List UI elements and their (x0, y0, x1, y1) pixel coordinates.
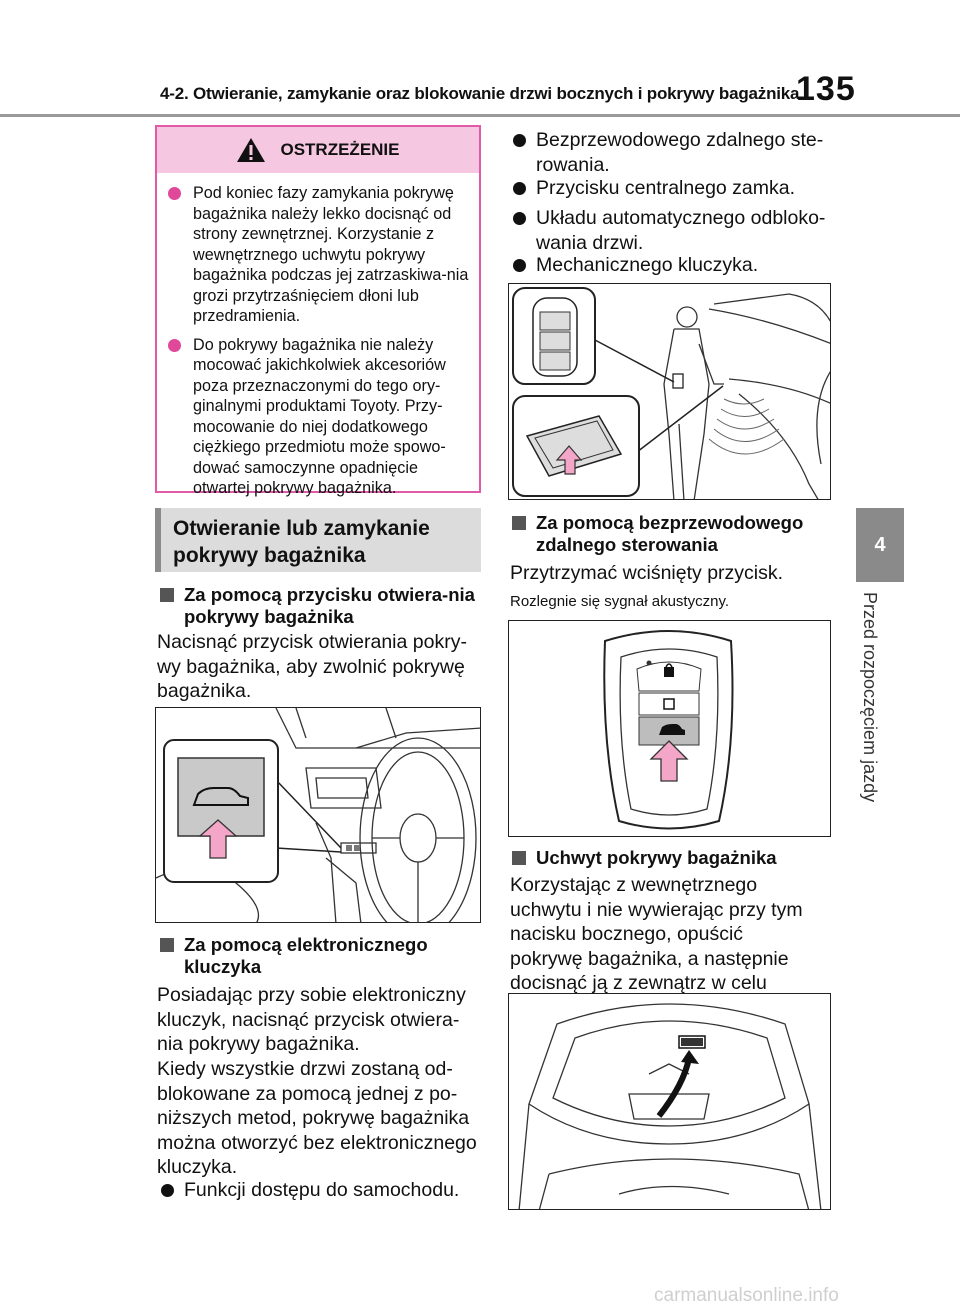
warning-box: OSTRZEŻENIE Pod koniec fazy zamykania po… (155, 125, 481, 497)
header-rule (0, 114, 960, 117)
warning-icon (237, 138, 266, 162)
square-bullet-icon (512, 851, 526, 865)
bullet-icon (161, 1184, 174, 1197)
figure-key-fob (508, 620, 831, 837)
subheading-button: Za pomocą przycisku otwiera-nia pokrywy … (158, 584, 506, 628)
paragraph-button: Nacisnąć przycisk otwierania pokry-wy ba… (157, 631, 467, 702)
square-bullet-icon (512, 516, 526, 530)
bullet-icon (513, 182, 526, 195)
bullet-icon (513, 259, 526, 272)
chapter-title: Przed rozpoczęciem jazdy (860, 592, 880, 803)
bullet-icon (168, 338, 181, 352)
page-number: 135 (796, 70, 856, 108)
square-bullet-icon (160, 938, 174, 952)
header-title: 4-2. Otwieranie, zamykanie oraz blokowan… (160, 84, 800, 103)
watermark: carmanualsonline.info (654, 1285, 839, 1306)
warning-item-2: Do pokrywy bagażnika nie należy mocować … (165, 335, 471, 499)
note-beep: Rozlegnie się sygnał akustyczny. (510, 593, 729, 610)
subheading-handle: Uchwyt pokrywy bagażnika (510, 847, 858, 869)
bullet-central-lock: Przycisku centralnego zamka. (510, 176, 862, 201)
paragraph-smart-key: Posiadając przy sobie elektroniczny kluc… (157, 984, 466, 1055)
section-title: Otwieranie lub zamykanie pokrywy bagażni… (155, 508, 481, 572)
figure-trunk-handle (508, 993, 831, 1210)
warning-item-1: Pod koniec fazy zamykania pokrywę bagażn… (165, 183, 471, 327)
bullet-auto-unlock: Układu automatycznego odbloko-wania drzw… (510, 206, 862, 255)
bullet-mechanical-key: Mechanicznego kluczyka. (510, 253, 862, 278)
paragraph-remote: Przytrzymać wciśnięty przycisk. (510, 562, 784, 584)
warning-header: OSTRZEŻENIE (157, 127, 479, 173)
warning-title: OSTRZEŻENIE (280, 140, 400, 159)
bullet-icon (513, 134, 526, 147)
paragraph-unlock-methods: Kiedy wszystkie drzwi zostaną od-blokowa… (157, 1058, 477, 1178)
bullet-remote: Bezprzewodowego zdalnego ste-rowania. (510, 128, 862, 177)
figure-trunk-button (155, 707, 481, 923)
subheading-smart-key: Za pomocą elektronicznego kluczyka (158, 934, 506, 978)
bullet-icon (513, 212, 526, 225)
figure-trunk-smart-entry (508, 283, 831, 500)
subheading-remote: Za pomocą bezprzewodowego zdalnego stero… (510, 512, 858, 556)
square-bullet-icon (160, 588, 174, 602)
bullet-smart-entry: Funkcji dostępu do samochodu. (158, 1178, 510, 1203)
chapter-tab: 4 (856, 508, 904, 582)
bullet-icon (168, 187, 181, 200)
